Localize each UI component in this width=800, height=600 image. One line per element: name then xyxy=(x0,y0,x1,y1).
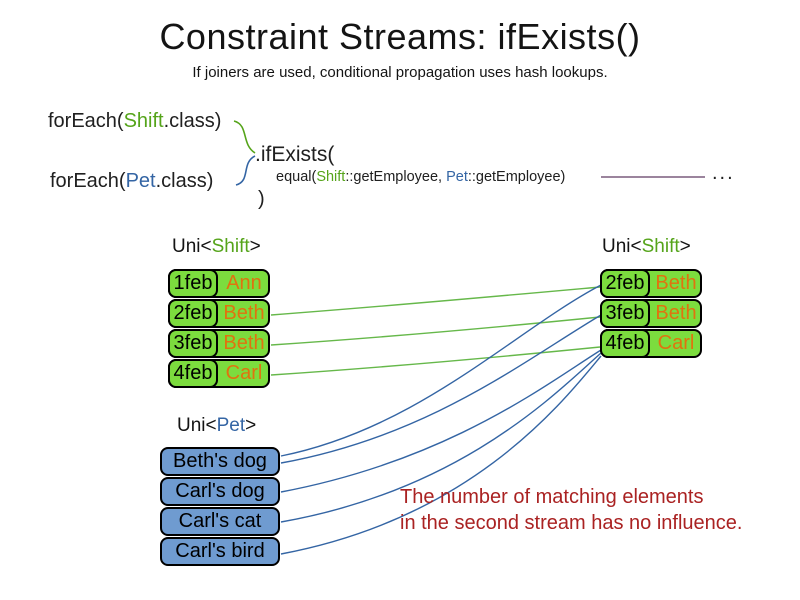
label-text: Uni< xyxy=(172,236,212,257)
label-text: > xyxy=(245,415,257,436)
shift-employee-cell: Carl xyxy=(657,332,695,354)
shift-employee-cell: Carl xyxy=(225,362,263,384)
label-text: Uni< xyxy=(602,236,642,257)
shift-date-cell: 4feb xyxy=(168,359,218,388)
code-text: .class) xyxy=(155,170,214,192)
code-equal-joiner: equal(Shift::getEmployee, Pet::getEmploy… xyxy=(276,169,565,185)
code-ifexists: .ifExists( xyxy=(255,143,335,166)
shift-employee-cell: Beth xyxy=(223,332,265,354)
pet-table: Beth's dog Carl's dog Carl's cat Carl's … xyxy=(160,447,280,567)
brace-top-green xyxy=(233,120,256,154)
pet-row-carls-cat: Carl's cat xyxy=(160,507,280,536)
pet-row-carls-bird: Carl's bird xyxy=(160,537,280,566)
shift-row-2feb-beth: 2feb Beth xyxy=(168,299,270,328)
note-text: The number of matching elements in the s… xyxy=(400,484,742,536)
note-line-1: The number of matching elements xyxy=(400,486,704,508)
shift-row-4feb-carl: 4feb Carl xyxy=(168,359,270,388)
code-close-paren: ) xyxy=(258,188,265,210)
connector-2feb-to-2feb xyxy=(270,286,601,316)
shift-type-token: Shift xyxy=(211,236,250,257)
shift-date-cell: 1feb xyxy=(168,269,218,298)
code-text: ::getEmployee, xyxy=(345,169,447,185)
shift-employee-cell: Ann xyxy=(226,272,262,294)
shift-type-token: Shift xyxy=(641,236,680,257)
connector-beths-dog-to-3feb xyxy=(280,314,602,464)
shift-class-token: Shift xyxy=(316,169,346,185)
shift-row-2feb-beth: 2feb Beth xyxy=(600,269,702,298)
right-uni-shift-label: Uni<Shift> xyxy=(602,236,691,258)
code-foreach-shift: forEach(Shift.class) xyxy=(48,110,221,133)
label-text: > xyxy=(249,236,261,257)
code-text: forEach( xyxy=(48,110,124,132)
code-text: ::getEmployee) xyxy=(467,169,566,185)
brace-bottom-blue xyxy=(235,155,256,186)
note-line-2: in the second stream has no influence. xyxy=(400,512,743,534)
right-shift-table: 2feb Beth 3feb Beth 4feb Carl xyxy=(600,269,702,359)
code-text: .class) xyxy=(163,110,222,132)
pet-row-carls-dog: Carl's dog xyxy=(160,477,280,506)
label-text: > xyxy=(679,236,691,257)
shift-employee-cell: Beth xyxy=(655,302,697,324)
left-shift-table: 1feb Ann 2feb Beth 3feb Beth 4feb Carl xyxy=(168,269,270,389)
shift-employee-cell: Beth xyxy=(655,272,697,294)
connector-beths-dog-to-2feb xyxy=(280,284,602,457)
pet-type-token: Pet xyxy=(216,415,246,436)
pet-class-token: Pet xyxy=(125,170,156,192)
connector-carls-dog-to-4feb xyxy=(280,349,602,493)
shift-row-1feb-ann: 1feb Ann xyxy=(168,269,270,298)
pet-class-token: Pet xyxy=(446,169,468,185)
shift-row-4feb-carl: 4feb Carl xyxy=(600,329,702,358)
shift-date-cell: 2feb xyxy=(600,269,650,298)
shift-date-cell: 2feb xyxy=(168,299,218,328)
code-text: equal( xyxy=(276,169,317,185)
shift-date-cell: 4feb xyxy=(600,329,650,358)
uni-pet-label: Uni<Pet> xyxy=(177,415,256,437)
code-text: forEach( xyxy=(50,170,126,192)
pet-row-beths-dog: Beth's dog xyxy=(160,447,280,476)
shift-row-3feb-beth: 3feb Beth xyxy=(168,329,270,358)
connector-3feb-to-3feb xyxy=(270,316,601,346)
shift-employee-cell: Beth xyxy=(223,302,265,324)
shift-row-3feb-beth: 3feb Beth xyxy=(600,299,702,328)
code-foreach-pet: forEach(Pet.class) xyxy=(50,170,213,193)
label-text: Uni< xyxy=(177,415,217,436)
page-title: Constraint Streams: ifExists() xyxy=(159,16,641,57)
shift-date-cell: 3feb xyxy=(600,299,650,328)
shift-date-cell: 3feb xyxy=(168,329,218,358)
left-uni-shift-label: Uni<Shift> xyxy=(172,236,261,258)
shift-class-token: Shift xyxy=(123,110,164,132)
page-subtitle: If joiners are used, conditional propaga… xyxy=(192,64,608,81)
code-ellipsis: ... xyxy=(712,162,735,184)
connector-4feb-to-4feb xyxy=(270,346,601,376)
